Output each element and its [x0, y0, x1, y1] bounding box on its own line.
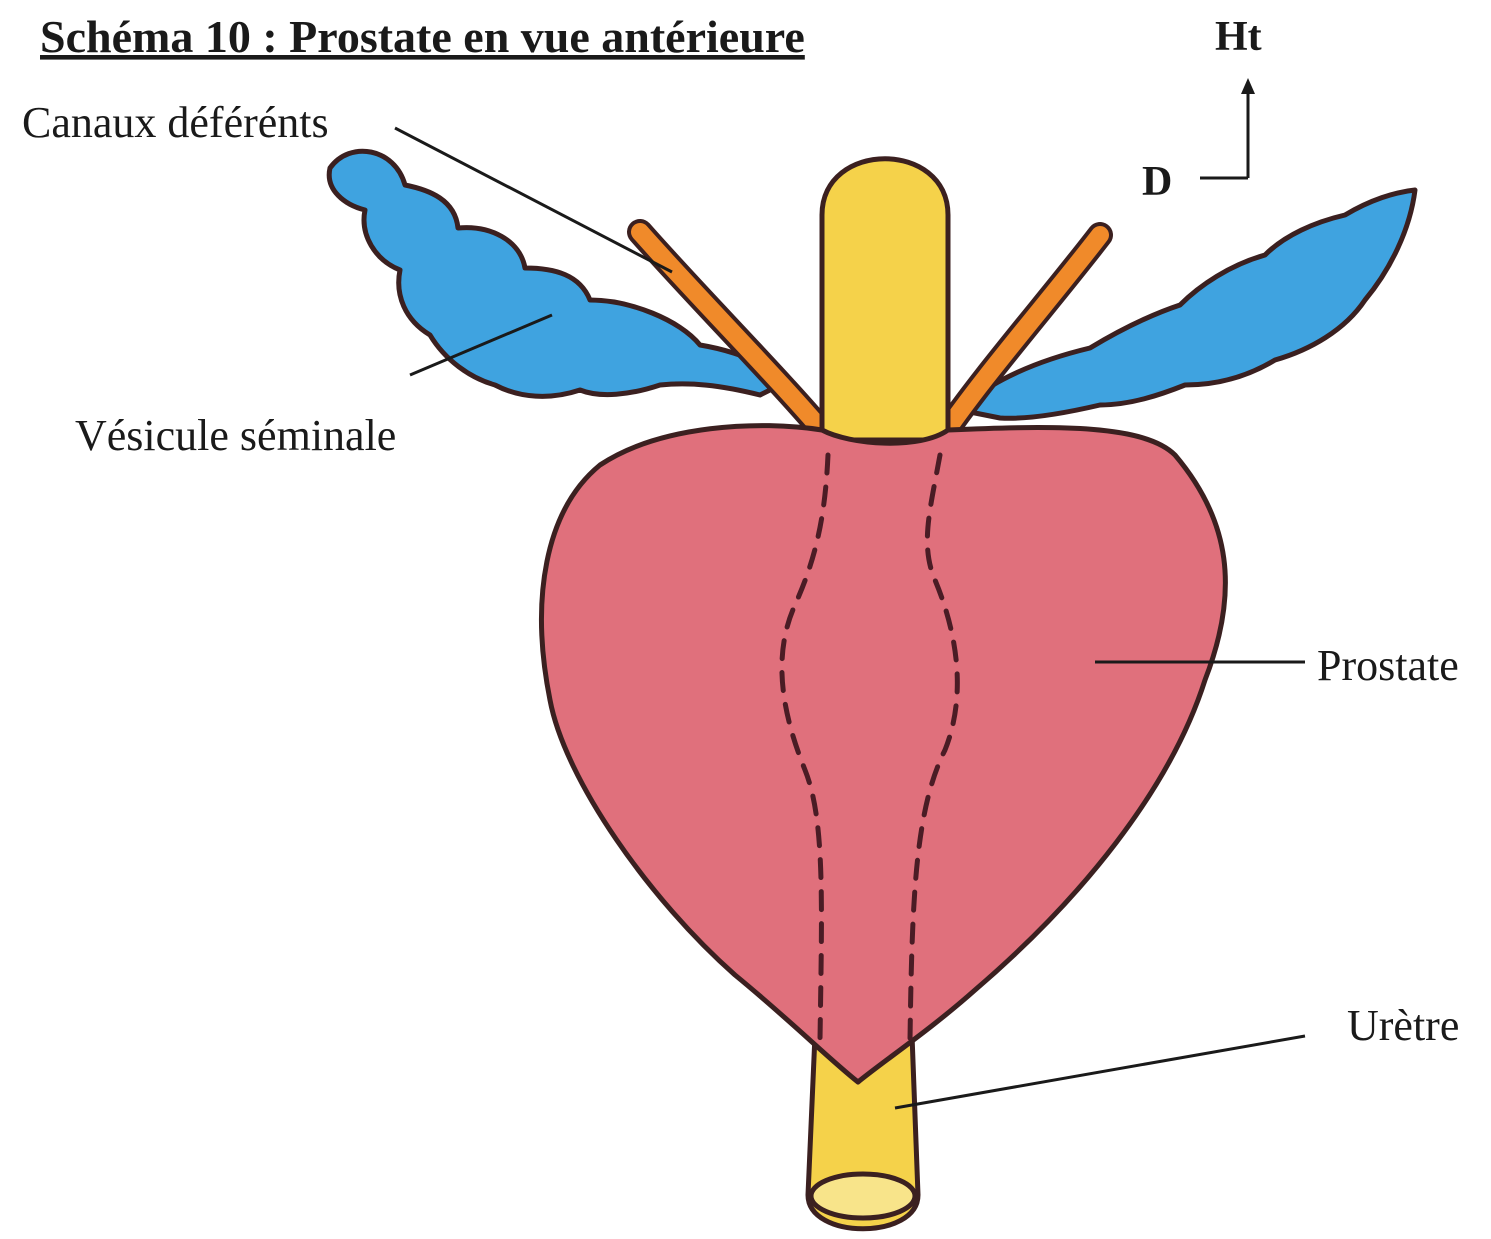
urethra-upper — [822, 159, 948, 440]
orientation-arrow-icon — [1200, 78, 1255, 178]
label-prostate: Prostate — [1317, 641, 1459, 690]
leader-urethra — [895, 1036, 1305, 1108]
diagram-title: Schéma 10 : Prostate en vue antérieure — [40, 11, 805, 62]
seminal-vesicle-left — [329, 151, 790, 396]
label-vas-deferens: Canaux déférénts — [22, 98, 329, 147]
orientation-up-label: Ht — [1215, 14, 1262, 60]
urethra-opening — [811, 1174, 915, 1218]
prostate-gland — [542, 426, 1226, 1082]
orientation-side-label: D — [1142, 159, 1172, 205]
label-seminal-vesicle: Vésicule séminale — [75, 411, 396, 460]
label-urethra: Urètre — [1347, 1001, 1459, 1050]
